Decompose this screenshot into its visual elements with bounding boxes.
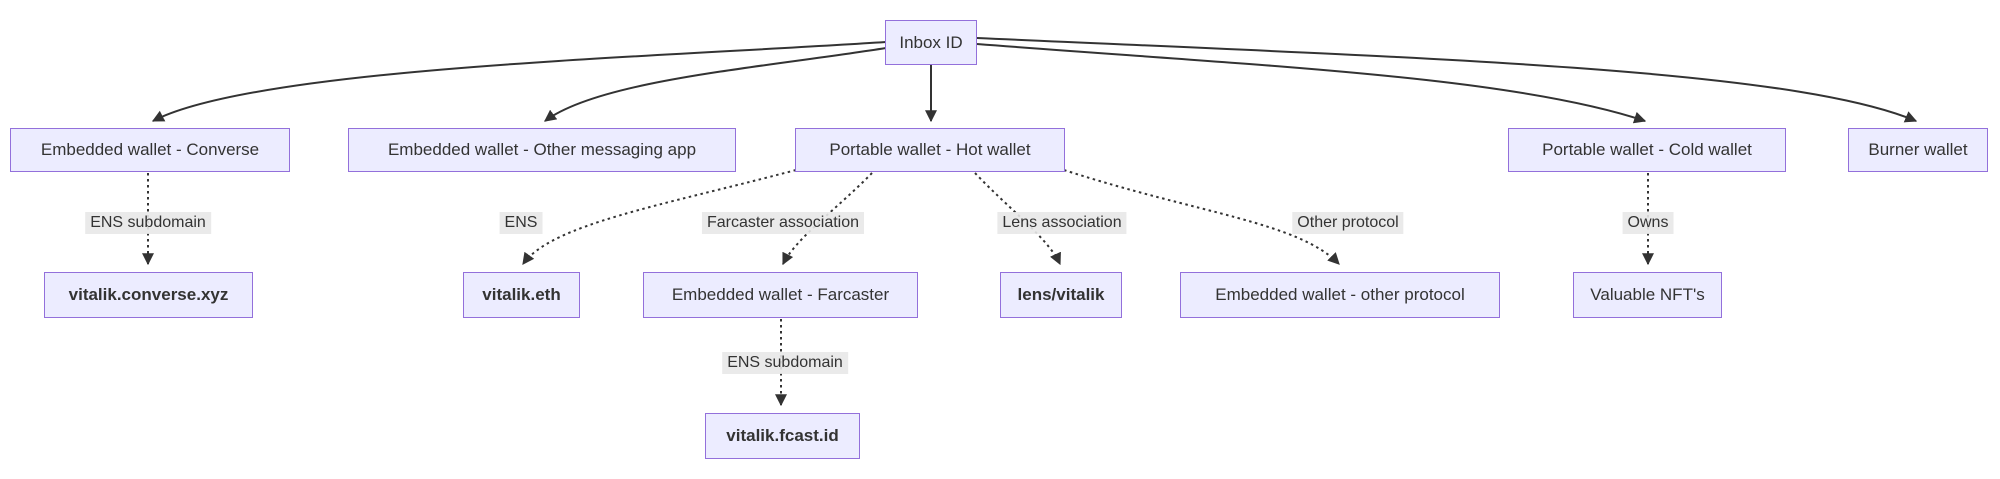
node-inbox-id: Inbox ID: [885, 20, 977, 65]
edge-label-other-protocol: Other protocol: [1292, 212, 1404, 234]
node-burner-wallet: Burner wallet: [1848, 128, 1988, 172]
edge-hot-to-vitalik-eth: [522, 169, 797, 265]
node-lens-vitalik: lens/vitalik: [1000, 272, 1122, 318]
node-embedded-wallet-other-messaging: Embedded wallet - Other messaging app: [348, 128, 736, 172]
node-embedded-wallet-farcaster: Embedded wallet - Farcaster: [643, 272, 918, 318]
node-valuable-nfts: Valuable NFT's: [1573, 272, 1722, 318]
edge-label-ens: ENS: [499, 212, 543, 234]
edge-hot-to-lens: [974, 172, 1061, 266]
edge-label-farcaster-association: Farcaster association: [701, 212, 865, 234]
node-portable-wallet-hot: Portable wallet - Hot wallet: [795, 128, 1065, 172]
edge-inbox-to-other-messaging: [544, 47, 887, 122]
node-embedded-wallet-converse: Embedded wallet - Converse: [10, 128, 290, 172]
node-embedded-wallet-other-protocol: Embedded wallet - other protocol: [1180, 272, 1500, 318]
edge-inbox-to-cold-wallet: [976, 43, 1647, 124]
edge-label-lens-association: Lens association: [997, 212, 1127, 234]
edge-label-owns: Owns: [1622, 212, 1674, 234]
edge-inbox-to-converse: [151, 41, 887, 122]
edge-inbox-to-burner: [976, 37, 1918, 123]
edge-label-ens-subdomain-farcaster: ENS subdomain: [722, 352, 848, 374]
edge-label-ens-subdomain-converse: ENS subdomain: [85, 212, 211, 234]
node-vitalik-fcast-id: vitalik.fcast.id: [705, 413, 860, 459]
node-vitalik-converse-xyz: vitalik.converse.xyz: [44, 272, 253, 318]
node-vitalik-eth: vitalik.eth: [463, 272, 580, 318]
node-portable-wallet-cold: Portable wallet - Cold wallet: [1508, 128, 1786, 172]
